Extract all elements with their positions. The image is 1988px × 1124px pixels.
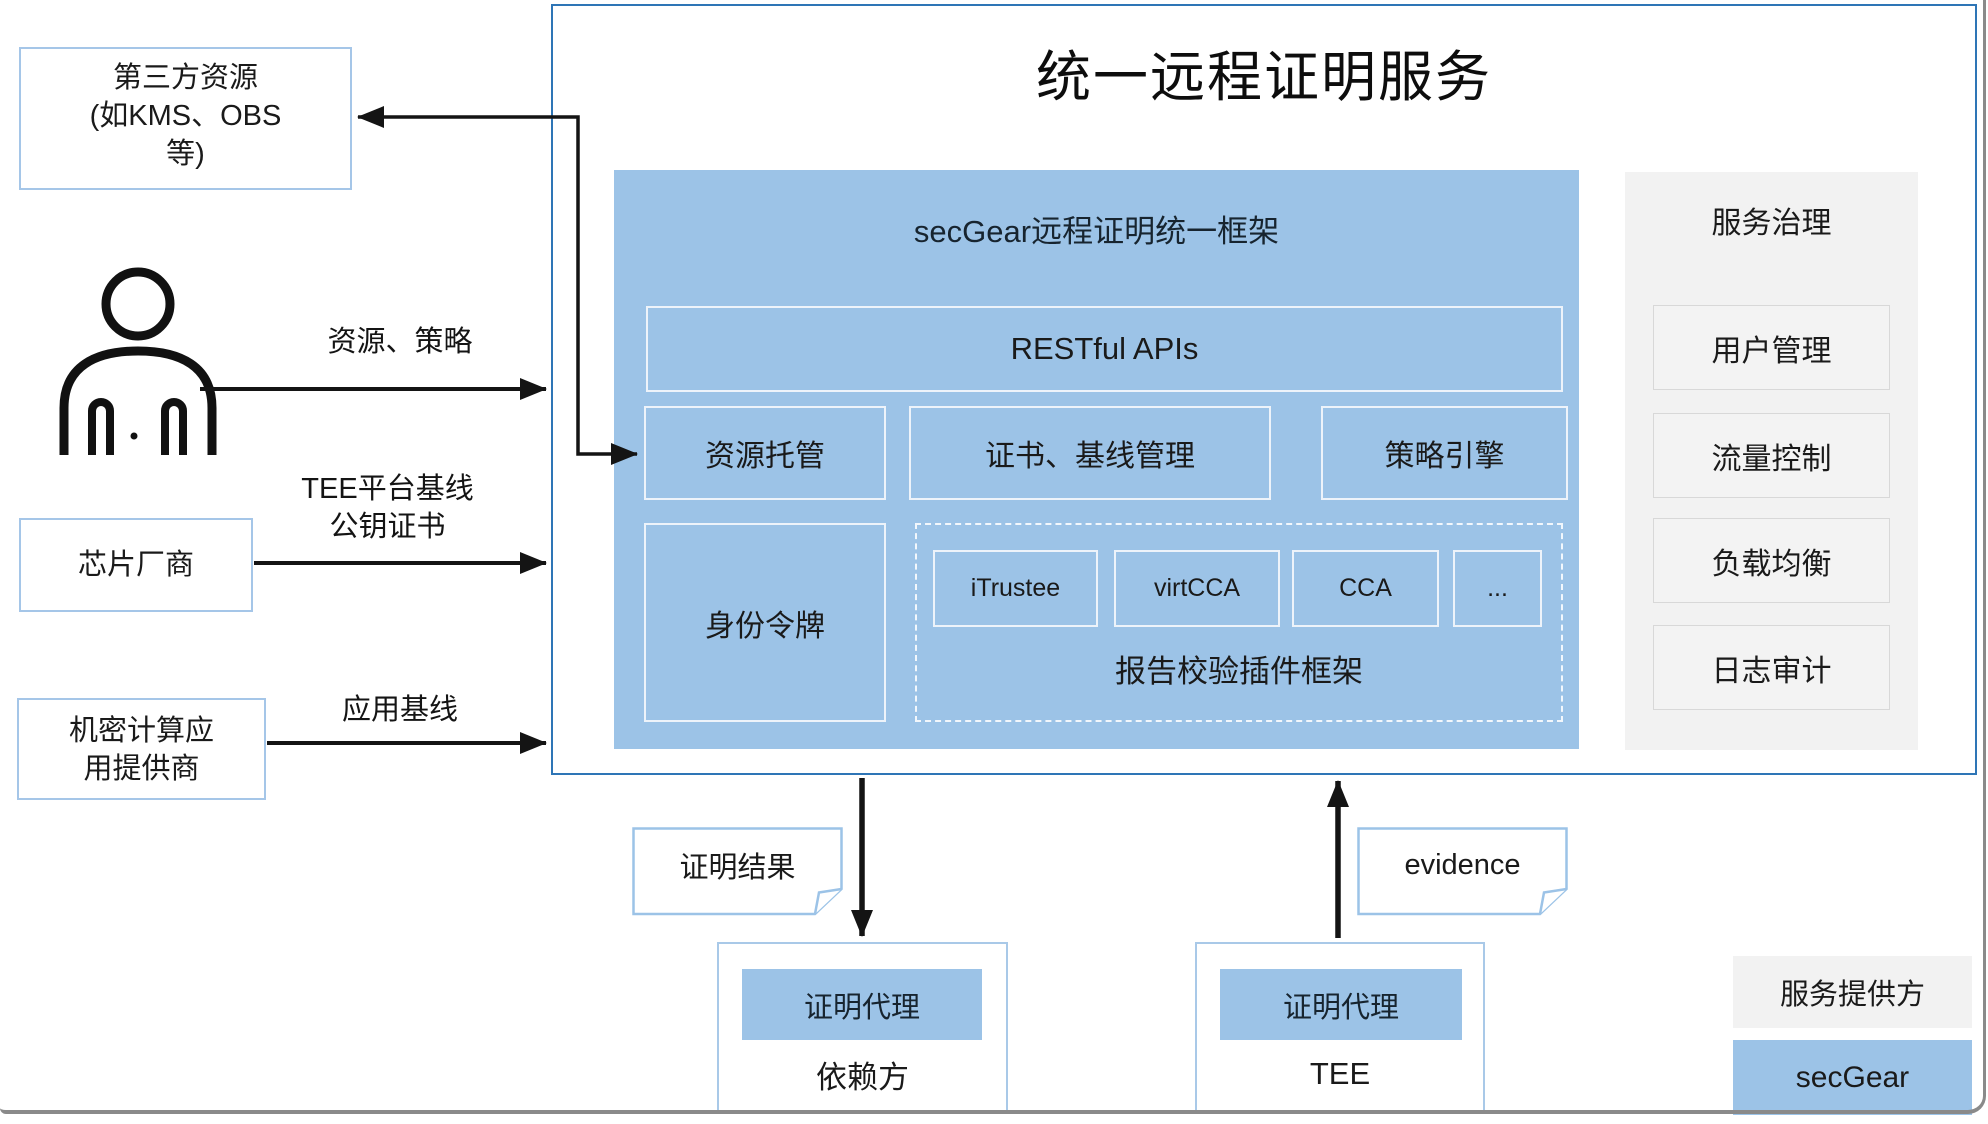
legend-secgear: secGear	[1733, 1040, 1972, 1115]
attestation-result-note: 证明结果	[632, 827, 843, 916]
governance-title: 服务治理	[1711, 207, 1832, 240]
user-person-icon	[59, 267, 217, 455]
service-governance-panel: 服务治理 用户管理 流量控制 负载均衡 日志审计	[1625, 172, 1918, 750]
governance-item-load-balance: 负载均衡	[1653, 518, 1890, 603]
app-provider-line1: 机密计算应	[68, 715, 214, 747]
third-party-line2: (如KMS、OBS	[89, 100, 282, 132]
governance-item-user-mgmt: 用户管理	[1653, 305, 1890, 390]
governance-item-flow-control: 流量控制	[1653, 413, 1890, 498]
third-party-connector-arrow	[357, 106, 638, 465]
tee-label: TEE	[1309, 1056, 1371, 1091]
relying-party-box: 证明代理 依赖方	[717, 942, 1008, 1113]
tee-attestation-agent-box: 证明代理	[1220, 969, 1462, 1040]
framework-title: secGear远程证明统一框架	[913, 213, 1280, 249]
relying-party-label: 依赖方	[816, 1059, 909, 1095]
app-baseline-arrow-label: 应用基线	[341, 694, 458, 726]
note-shape	[1357, 827, 1568, 916]
third-party-line1: 第三方资源	[112, 62, 258, 94]
chip-vendor-box: 芯片厂商	[19, 518, 253, 612]
restful-apis-box: RESTful APIs	[646, 306, 1563, 392]
diagram-title: 统一远程证明服务	[1035, 46, 1492, 108]
third-party-resource-box: 第三方资源 (如KMS、OBS 等)	[19, 47, 352, 190]
governance-item-log-audit: 日志审计	[1653, 625, 1890, 710]
policy-engine-box: 策略引擎	[1321, 406, 1568, 500]
secgear-framework-box: secGear远程证明统一框架 RESTful APIs 资源托管 证书、基线管…	[614, 170, 1579, 749]
plugin-itrustee: iTrustee	[933, 550, 1098, 627]
plugin-more: ...	[1453, 550, 1542, 627]
third-party-line3: 等)	[166, 138, 205, 170]
tee-baseline-line1: TEE平台基线	[301, 473, 474, 505]
app-provider-line2: 用提供商	[83, 753, 200, 785]
evidence-note: evidence	[1357, 827, 1568, 916]
report-verification-plugin-framework: iTrustee virtCCA CCA ... 报告校验插件框架	[915, 523, 1563, 722]
cert-baseline-box: 证书、基线管理	[909, 406, 1271, 500]
tee-baseline-line2: 公钥证书	[329, 511, 446, 543]
tee-baseline-arrow-label: TEE平台基线 公钥证书	[280, 470, 495, 546]
note-shape	[632, 827, 843, 916]
plugin-cca: CCA	[1292, 550, 1439, 627]
app-provider-box: 机密计算应 用提供商	[17, 698, 266, 800]
plugin-virtcca: virtCCA	[1114, 550, 1280, 627]
tee-host-box: 证明代理 TEE	[1195, 942, 1485, 1113]
identity-token-box: 身份令牌	[644, 523, 886, 722]
evidence-text: evidence	[1404, 848, 1521, 881]
resource-hosting-box: 资源托管	[644, 406, 886, 500]
relying-attestation-agent-box: 证明代理	[742, 969, 982, 1040]
legend-service-provider: 服务提供方	[1733, 956, 1972, 1028]
attestation-result-text: 证明结果	[679, 852, 796, 884]
plugin-framework-label: 报告校验插件框架	[1115, 653, 1363, 689]
